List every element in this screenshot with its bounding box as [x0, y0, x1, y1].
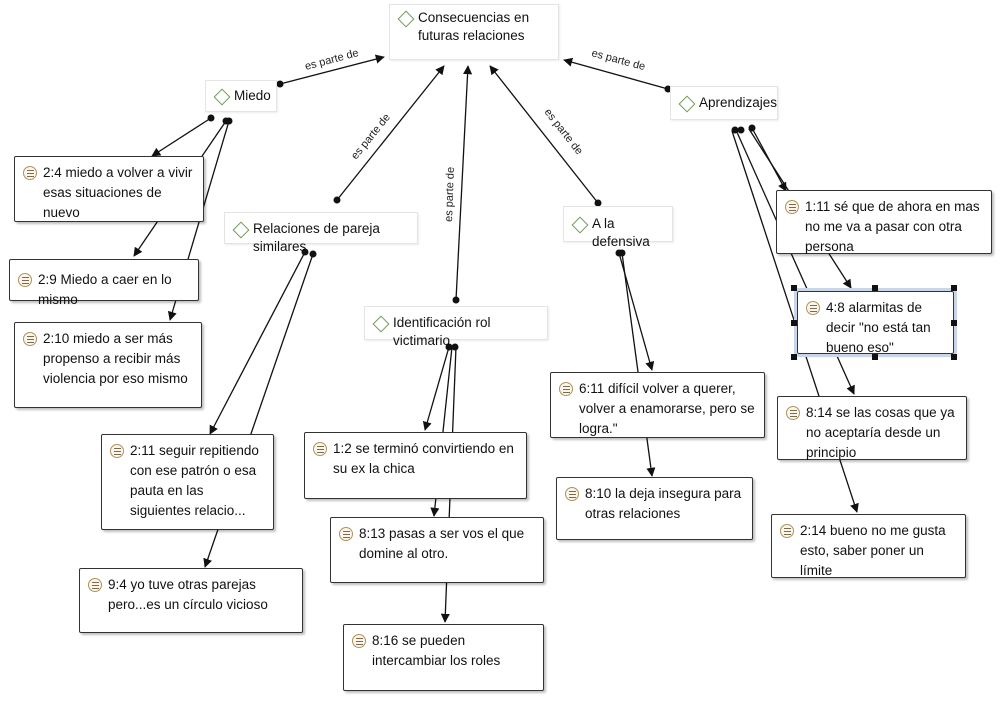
selection-handle[interactable]: [791, 320, 797, 326]
code-label: Aprendizajes: [699, 95, 778, 110]
code-node-miedo[interactable]: Miedo: [205, 80, 277, 112]
edge-identificacion-root: [455, 65, 473, 301]
quote-node-9-4[interactable]: 9:4 yo tuve otras parejas pero...es un c…: [79, 568, 303, 633]
code-node-root[interactable]: Consecuencias en futuras relaciones: [389, 4, 559, 60]
code-node-aprendizajes[interactable]: Aprendizajes: [670, 86, 778, 120]
code-node-identificacion[interactable]: Identificación rol victimario: [364, 306, 548, 348]
selection-handle[interactable]: [872, 354, 878, 360]
selection-handle[interactable]: [791, 354, 797, 360]
quote-text: 1:2 se terminó convirtiendo en su ex la …: [333, 441, 514, 476]
code-icon: [397, 10, 415, 28]
selection-handle[interactable]: [791, 285, 797, 291]
selection-handle[interactable]: [872, 285, 878, 291]
quote-node-2-14[interactable]: 2:14 bueno no me gusta esto, saber poner…: [771, 514, 966, 578]
quote-node-8-10[interactable]: 8:10 la deja insegura para otras relacio…: [556, 477, 753, 540]
quotation-icon: [806, 301, 820, 315]
quotation-icon: [110, 444, 124, 458]
code-label: A la defensiva: [592, 216, 650, 249]
quotation-icon: [785, 200, 799, 214]
code-icon: [372, 315, 390, 333]
quotation-icon: [339, 527, 353, 541]
quote-text: 4:8 alarmitas de decir "no está tan buen…: [826, 300, 931, 355]
quotation-icon: [780, 524, 794, 538]
code-icon: [678, 95, 696, 113]
edge-label-miedo: es parte de: [304, 47, 360, 73]
code-label: Identificación rol victimario: [393, 315, 491, 348]
quote-text: 2:9 Miedo a caer en lo mismo: [38, 272, 172, 307]
selection-handle[interactable]: [951, 354, 957, 360]
code-label: Relaciones de pareja similares: [253, 221, 380, 254]
quote-node-8-16[interactable]: 8:16 se pueden intercambiar los roles: [343, 624, 544, 691]
quote-text: 9:4 yo tuve otras parejas pero...es un c…: [108, 577, 268, 612]
quote-text: 8:13 pasas a ser vos el que domine al ot…: [359, 526, 525, 561]
quote-text: 6:11 difícil volver a querer, volver a e…: [579, 381, 755, 436]
code-node-relaciones[interactable]: Relaciones de pareja similares: [224, 212, 418, 254]
edge-defensiva-root: [489, 65, 599, 204]
quote-node-2-10[interactable]: 2:10 miedo a ser más propenso a recibir …: [14, 322, 202, 408]
edge-relaciones-root: [336, 65, 445, 201]
quote-text: 8:14 se las cosas que ya no aceptaría de…: [806, 405, 955, 460]
code-icon: [213, 88, 231, 106]
quotation-icon: [786, 406, 800, 420]
quote-node-8-13[interactable]: 8:13 pasas a ser vos el que domine al ot…: [330, 517, 544, 583]
edge-miedo-root: [279, 54, 385, 85]
quote-node-4-8[interactable]: 4:8 alarmitas de decir "no está tan buen…: [794, 288, 957, 357]
quote-text: 8:10 la deja insegura para otras relacio…: [585, 486, 742, 521]
quotation-icon: [23, 332, 37, 346]
selection-handle[interactable]: [951, 320, 957, 326]
edge-label-relaciones: es parte de: [349, 112, 393, 162]
quote-node-2-11[interactable]: 2:11 seguir repitiendo con ese patrón o …: [101, 434, 274, 530]
quote-node-8-14[interactable]: 8:14 se las cosas que ya no aceptaría de…: [777, 396, 967, 460]
quote-text: 2:11 seguir repitiendo con ese patrón o …: [130, 443, 259, 518]
quote-node-2-4[interactable]: 2:4 miedo a volver a vivir esas situacio…: [14, 156, 204, 222]
edge-aprendizajes-root: [563, 57, 669, 90]
quote-text: 2:10 miedo a ser más propenso a recibir …: [43, 331, 188, 386]
quote-node-1-2[interactable]: 1:2 se terminó convirtiendo en su ex la …: [304, 432, 527, 499]
code-label: Miedo: [234, 88, 271, 103]
selection-handle[interactable]: [951, 285, 957, 291]
code-icon: [571, 216, 589, 234]
quotation-icon: [18, 273, 32, 287]
edge-label-identificacion: es parte de: [443, 167, 457, 222]
quotation-icon: [88, 578, 102, 592]
quote-node-1-11[interactable]: 1:11 sé que de ahora en mas no me va a p…: [776, 190, 992, 254]
code-icon: [232, 221, 250, 239]
quotation-icon: [565, 487, 579, 501]
code-node-defensiva[interactable]: A la defensiva: [563, 206, 673, 249]
quote-text: 2:14 bueno no me gusta esto, saber poner…: [800, 523, 946, 578]
quote-node-2-9[interactable]: 2:9 Miedo a caer en lo mismo: [9, 259, 199, 307]
quotation-icon: [313, 442, 327, 456]
quote-text: 1:11 sé que de ahora en mas no me va a p…: [805, 199, 980, 254]
quotation-icon: [559, 382, 573, 396]
quote-node-6-11[interactable]: 6:11 difícil volver a querer, volver a e…: [550, 372, 765, 438]
code-label: Consecuencias en futuras relaciones: [418, 10, 530, 43]
quote-text: 2:4 miedo a volver a vivir esas situacio…: [43, 165, 193, 220]
quotation-icon: [23, 166, 37, 180]
edge-label-defensiva: es parte de: [542, 106, 585, 157]
quote-text: 8:16 se pueden intercambiar los roles: [372, 633, 501, 668]
quotation-icon: [352, 634, 366, 648]
